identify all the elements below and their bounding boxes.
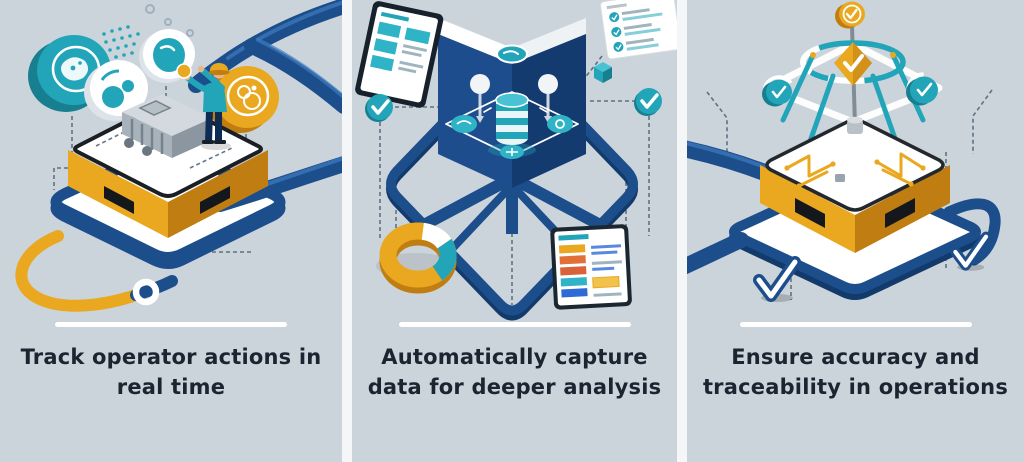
spotted-coin-badge-icon <box>84 60 148 121</box>
pin-markers <box>470 74 558 123</box>
panel-traceability: Ensure accuracy and traceability in opera… <box>687 0 1024 462</box>
illustration-traceability <box>687 0 1024 322</box>
teal-check-badge-left-icon <box>762 75 796 109</box>
blue-pipe-top <box>188 0 342 114</box>
caption-line-1: Ensure accuracy and <box>731 345 980 369</box>
panel-data-capture: Automatically capture data for deeper ana… <box>352 0 677 462</box>
teal-cube-icon <box>594 62 612 83</box>
operator-platform-svg <box>15 0 342 312</box>
process-icon-left <box>451 115 477 133</box>
panel-caption: Track operator actions in real time <box>0 342 342 402</box>
panel-caption: Ensure accuracy and traceability in opera… <box>687 342 1024 402</box>
halftone-dots <box>102 25 140 59</box>
circuit-traces <box>785 152 925 188</box>
panel-track-operator: Track operator actions in real time <box>0 0 342 462</box>
traceability-svg <box>687 1 1001 302</box>
check-badge-right-icon <box>634 88 662 116</box>
report-tablet <box>550 224 632 310</box>
caption-divider <box>55 322 287 327</box>
caption-line-1: Automatically capture <box>381 345 648 369</box>
data-monolith-svg <box>355 0 677 321</box>
machine <box>122 94 212 158</box>
caption-line-2: real time <box>116 375 226 399</box>
database-panel <box>445 91 579 159</box>
conveyor-loop <box>15 230 178 312</box>
checklist-tablet <box>355 1 444 108</box>
process-icon-right <box>547 115 573 133</box>
panel-caption: Automatically capture data for deeper ana… <box>352 342 677 402</box>
process-icon-bottom <box>500 145 524 159</box>
caption-divider <box>398 322 631 327</box>
gold-check-diamond-icon <box>834 42 872 86</box>
operator-figure <box>176 63 231 150</box>
check-badge-left-icon <box>365 94 393 122</box>
gold-coin-badge-icon <box>207 66 279 133</box>
illustration-operator-platform <box>0 0 342 322</box>
gold-check-coin-icon <box>835 1 865 29</box>
donut-chart-icon <box>376 222 457 294</box>
teal-check-badge-right-icon <box>906 72 942 108</box>
deco-rings <box>145 4 194 37</box>
circuit-platform <box>760 116 950 253</box>
caption-line-1: Track operator actions in <box>20 345 322 369</box>
caption-line-2: traceability in operations <box>702 375 1009 399</box>
caption-divider <box>739 322 972 327</box>
database-cylinder-icon <box>495 92 529 145</box>
checklist-card <box>600 0 677 60</box>
illustration-data-monolith <box>352 0 677 322</box>
caption-line-2: data for deeper analysis <box>367 375 662 399</box>
glossy-checkmark-left-icon <box>753 256 801 302</box>
glossy-checkmark-right-icon <box>950 231 992 271</box>
